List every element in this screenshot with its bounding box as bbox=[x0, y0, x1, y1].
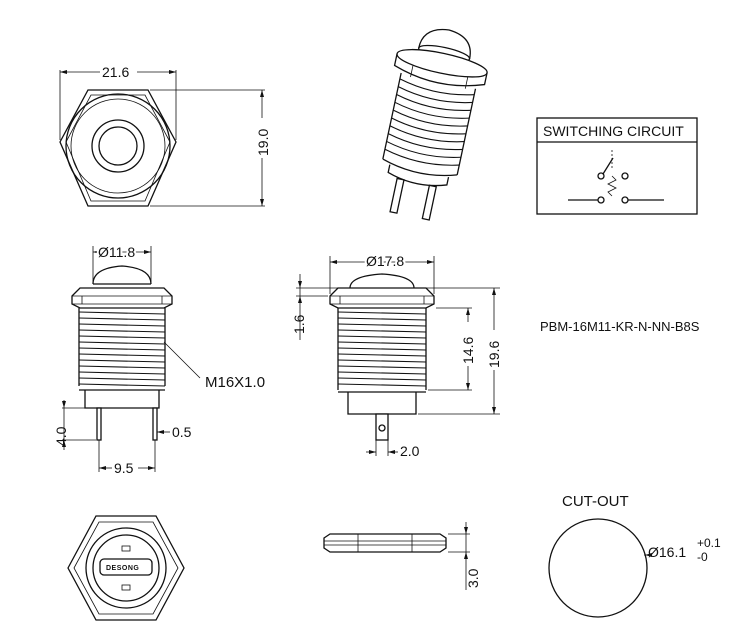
cutout-view: CUT-OUT Ø16.1 +0.1 -0 bbox=[548, 493, 721, 618]
cutout-tol-plus: +0.1 bbox=[697, 536, 721, 550]
side-thread-lines bbox=[337, 311, 427, 387]
front-thread-lines bbox=[78, 311, 166, 387]
side-flange-dia: Ø17.8 bbox=[366, 253, 404, 269]
front-cap-dia: Ø11.8 bbox=[98, 244, 135, 260]
thread-length-dim: 14.6 bbox=[460, 337, 476, 364]
cap-height-dim: 1.6 bbox=[291, 314, 307, 334]
terminal-width-dim: 2.0 bbox=[400, 443, 420, 459]
switching-circuit-box: SWITCHING CIRCUIT bbox=[536, 117, 698, 215]
cutout-dia: Ø16.1 bbox=[648, 544, 686, 560]
cutout-title: CUT-OUT bbox=[562, 493, 629, 510]
part-number: PBM-16M11-KR-N-NN-B8S bbox=[540, 319, 700, 334]
bottom-view: DESONG bbox=[67, 515, 185, 621]
terminal-pitch-dim: 9.5 bbox=[114, 460, 134, 476]
terminal-length-dim: 4.0 bbox=[53, 426, 69, 446]
nut-thickness-dim: 3.0 bbox=[465, 568, 481, 588]
isometric-view bbox=[382, 28, 488, 221]
bottom-logo: DESONG bbox=[106, 565, 139, 572]
nut-view: 3.0 bbox=[323, 522, 481, 590]
top-height-dim: 19.0 bbox=[255, 129, 271, 156]
terminal-thk-dim: 0.5 bbox=[172, 424, 192, 440]
front-view: Ø11.8 M16X1.0 4.0 0.5 9.5 bbox=[53, 242, 265, 476]
side-view: Ø17.8 1.6 14.6 19.6 2.0 bbox=[291, 251, 502, 459]
switching-circuit-title: SWITCHING CIRCUIT bbox=[543, 123, 684, 139]
top-width-dim: 21.6 bbox=[102, 64, 129, 80]
total-length-dim: 19.6 bbox=[486, 341, 502, 368]
top-view: 21.6 19.0 bbox=[59, 64, 271, 207]
cutout-tol-minus: -0 bbox=[697, 550, 708, 564]
thread-label: M16X1.0 bbox=[205, 374, 265, 391]
